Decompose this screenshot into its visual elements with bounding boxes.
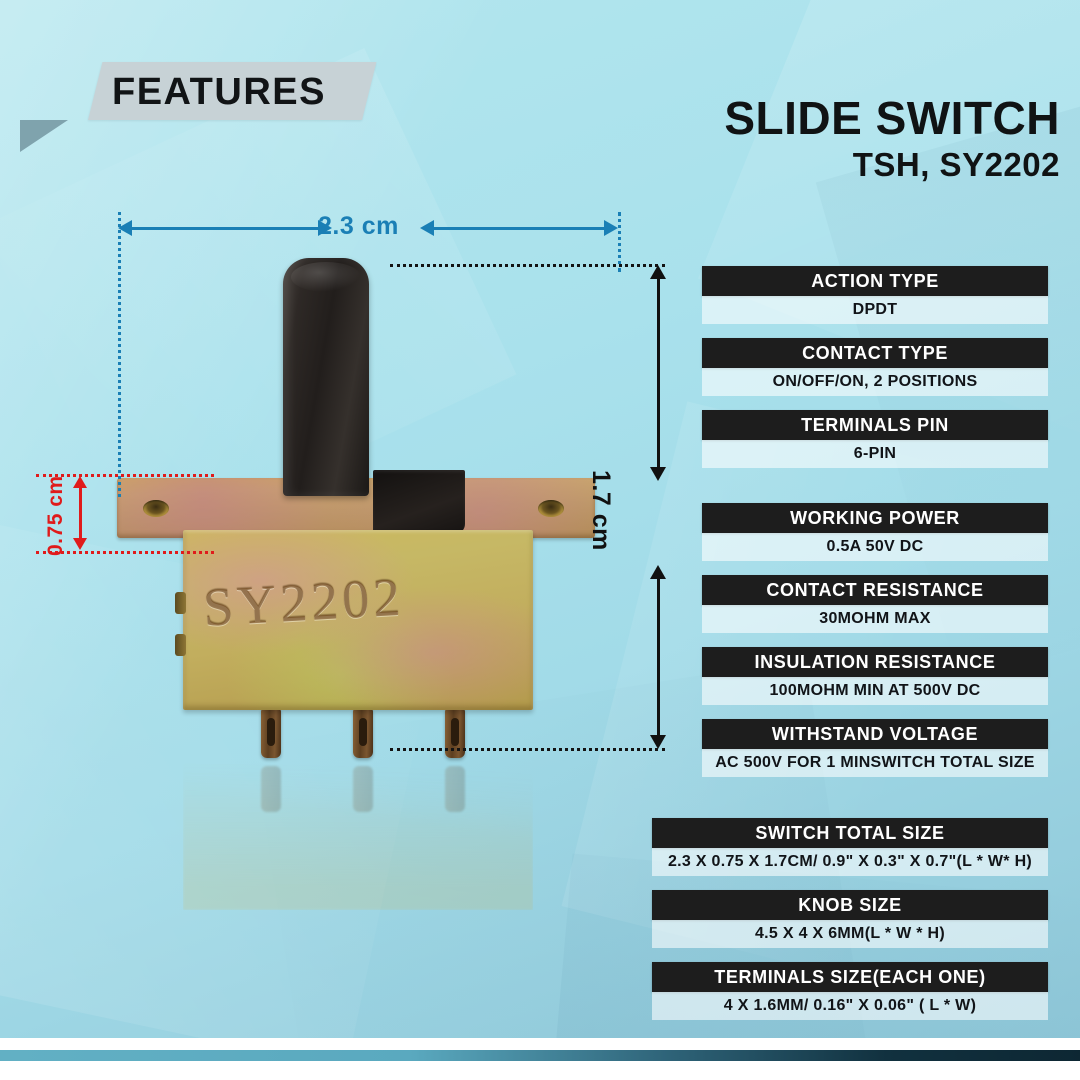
terminal-pin <box>353 706 373 758</box>
slide-switch-illustration: SY2202 <box>95 200 675 910</box>
spec-label: TERMINALS SIZE(EACH ONE) <box>652 962 1048 992</box>
spec-row: TERMINALS SIZE(EACH ONE) 4 X 1.6MM/ 0.16… <box>652 962 1048 1020</box>
spec-value: AC 500V FOR 1 MINSWITCH TOTAL SIZE <box>702 749 1048 777</box>
switch-body-face <box>183 530 533 710</box>
spec-value: 4 X 1.6MM/ 0.16" X 0.06" ( L * W) <box>652 992 1048 1020</box>
dimension-arrow-width-right <box>420 220 618 236</box>
dimension-label-width: 2.3 cm <box>318 212 399 240</box>
features-ribbon-fold <box>20 120 68 152</box>
product-photo: SY2202 <box>95 200 675 910</box>
spec-label: TERMINALS PIN <box>702 410 1048 440</box>
spec-label: WITHSTAND VOLTAGE <box>702 719 1048 749</box>
spec-group-sizes: SWITCH TOTAL SIZE 2.3 X 0.75 X 1.7CM/ 0.… <box>652 818 1048 1020</box>
spec-row: SWITCH TOTAL SIZE 2.3 X 0.75 X 1.7CM/ 0.… <box>652 818 1048 876</box>
bottom-white-band <box>0 1038 1080 1050</box>
terminal-pin <box>261 706 281 758</box>
dimension-guide-right <box>618 212 621 272</box>
spec-row: TERMINALS PIN 6-PIN <box>702 410 1048 468</box>
spec-row: INSULATION RESISTANCE 100MOHM MIN AT 500… <box>702 647 1048 705</box>
features-ribbon-label: FEATURES <box>112 71 326 113</box>
spec-value: ON/OFF/ON, 2 POSITIONS <box>702 368 1048 396</box>
dimension-guide-top <box>390 264 665 267</box>
dimension-arrow-height-bottom <box>650 565 666 749</box>
switch-knob-highlight <box>291 262 361 292</box>
dimension-guide-left <box>118 212 121 497</box>
product-reflection-pin <box>261 766 281 812</box>
spec-group-general: ACTION TYPE DPDT CONTACT TYPE ON/OFF/ON,… <box>702 266 1048 468</box>
dimension-label-depth: 0.75 cm <box>44 475 67 556</box>
spec-gap <box>702 396 1048 410</box>
page-subtitle: TSH, SY2202 <box>852 146 1060 183</box>
terminal-pin <box>445 706 465 758</box>
dimension-arrow-height-top <box>650 265 666 481</box>
spec-row: CONTACT RESISTANCE 30MOHM MAX <box>702 575 1048 633</box>
spec-label: SWITCH TOTAL SIZE <box>652 818 1048 848</box>
dimension-arrow-depth <box>73 476 87 550</box>
spec-value: 6-PIN <box>702 440 1048 468</box>
spec-value: 4.5 X 4 X 6MM(L * W * H) <box>652 920 1048 948</box>
mounting-hole-right <box>538 500 564 517</box>
spec-label: KNOB SIZE <box>652 890 1048 920</box>
mounting-hole-left <box>143 500 169 517</box>
spec-gap <box>702 324 1048 338</box>
spec-value: 30MOHM MAX <box>702 605 1048 633</box>
spec-label: CONTACT RESISTANCE <box>702 575 1048 605</box>
spec-value: 100MOHM MIN AT 500V DC <box>702 677 1048 705</box>
spec-label: INSULATION RESISTANCE <box>702 647 1048 677</box>
page-title: SLIDE SWITCH <box>724 92 1060 144</box>
switch-side-notch <box>175 634 186 656</box>
switch-slot-window <box>373 470 465 534</box>
product-reflection-pin <box>445 766 465 812</box>
spec-gap <box>702 561 1048 575</box>
spec-label: ACTION TYPE <box>702 266 1048 296</box>
spec-row: WORKING POWER 0.5A 50V DC <box>702 503 1048 561</box>
switch-side-notch <box>175 592 186 614</box>
switch-knob <box>283 258 369 496</box>
spec-value: 2.3 X 0.75 X 1.7CM/ 0.9" X 0.3" X 0.7"(L… <box>652 848 1048 876</box>
product-reflection-pin <box>353 766 373 812</box>
spec-label: WORKING POWER <box>702 503 1048 533</box>
spec-gap <box>652 876 1048 890</box>
spec-row: CONTACT TYPE ON/OFF/ON, 2 POSITIONS <box>702 338 1048 396</box>
dimension-guide-bottom <box>390 748 665 751</box>
dimension-guide-depth-top <box>36 474 214 477</box>
dimension-guide-depth-bottom <box>36 551 214 554</box>
spec-value: 0.5A 50V DC <box>702 533 1048 561</box>
spec-row: KNOB SIZE 4.5 X 4 X 6MM(L * W * H) <box>652 890 1048 948</box>
bottom-fill <box>0 1061 1080 1080</box>
product-title-block: SLIDE SWITCH TSH, SY2202 <box>620 92 1060 184</box>
spec-group-electrical: WORKING POWER 0.5A 50V DC CONTACT RESIST… <box>702 503 1048 777</box>
spec-gap <box>652 948 1048 962</box>
dimension-label-height: 1.7 cm <box>587 470 615 551</box>
bottom-accent-bar <box>0 1050 1080 1061</box>
spec-gap <box>702 705 1048 719</box>
dimension-arrow-width-left <box>118 220 332 236</box>
spec-gap <box>702 633 1048 647</box>
spec-label: CONTACT TYPE <box>702 338 1048 368</box>
spec-value: DPDT <box>702 296 1048 324</box>
spec-row: ACTION TYPE DPDT <box>702 266 1048 324</box>
spec-row: WITHSTAND VOLTAGE AC 500V FOR 1 MINSWITC… <box>702 719 1048 777</box>
